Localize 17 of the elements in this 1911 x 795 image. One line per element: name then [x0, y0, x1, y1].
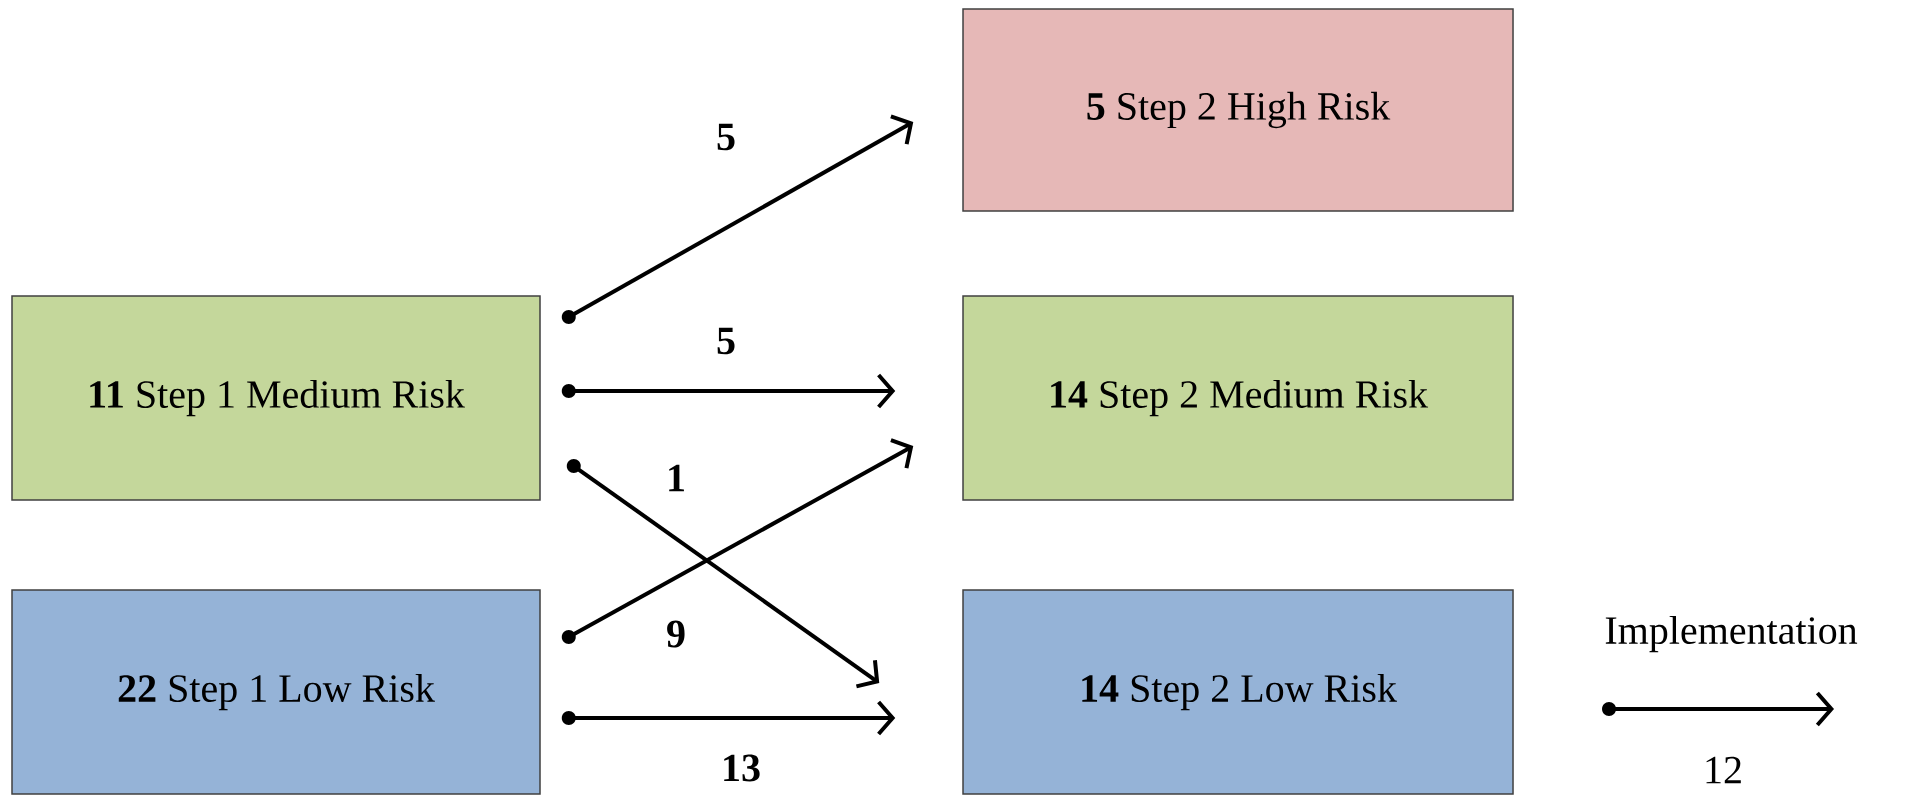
- risk-box: 14 Step 2 Medium Risk: [962, 295, 1514, 501]
- arrow-caption: Implementation: [1605, 615, 1858, 653]
- edge-label: 13: [719, 752, 763, 784]
- edge-label: 9: [664, 618, 688, 650]
- edge-label: 5: [714, 325, 738, 357]
- risk-box: 14 Step 2 Low Risk: [962, 589, 1514, 795]
- risk-box: 22 Step 1 Low Risk: [11, 589, 541, 795]
- edge-label: 1: [664, 462, 688, 494]
- risk-box: 5 Step 2 High Risk: [962, 8, 1514, 212]
- risk-box: 11 Step 1 Medium Risk: [11, 295, 541, 501]
- arrow: [561, 700, 896, 736]
- arrow: [566, 459, 880, 689]
- arrow: [561, 114, 914, 324]
- arrow-caption: 12: [1706, 756, 1741, 784]
- edge-label: 5: [714, 121, 738, 153]
- arrow: [561, 438, 914, 644]
- arrow: [561, 373, 896, 409]
